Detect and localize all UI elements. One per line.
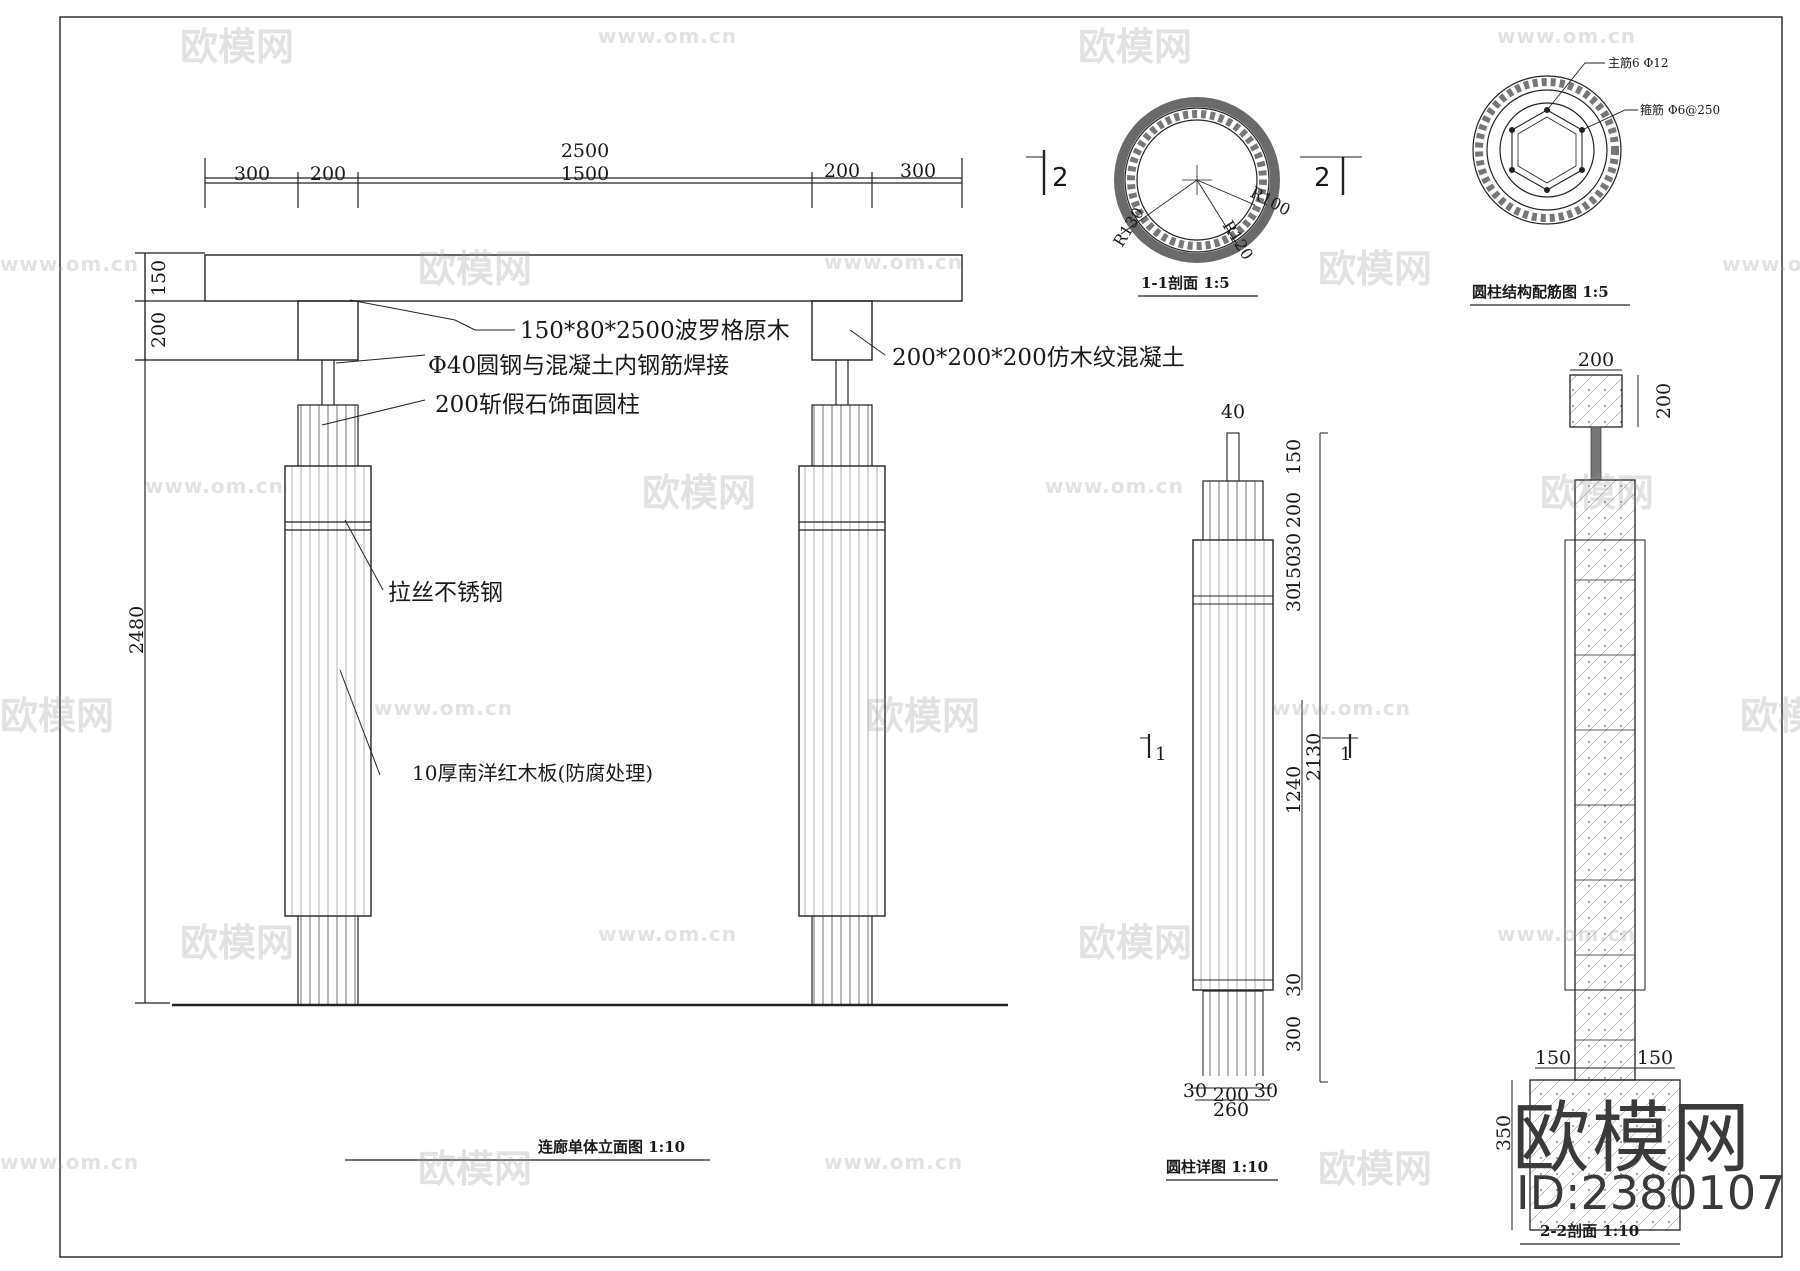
dim-left-inner: 200 (310, 163, 346, 185)
column-detail-labels: 40 150 200 30 150 30 2130 1240 30 300 30… (1155, 401, 1351, 1176)
detail-section-mark-left: 1 (1155, 744, 1166, 765)
label-beam: 150*80*2500波罗格原木 (520, 318, 790, 344)
dim-right-outer: 300 (900, 160, 936, 182)
elevation-view (135, 158, 1008, 1161)
sheet-border (59, 16, 1783, 1258)
sec11-mark-left: 2 (1052, 163, 1069, 193)
dim-beam-height: 150 (148, 260, 170, 296)
rebar-title: 圆柱结构配筋图 1:5 (1472, 283, 1609, 301)
detail-base-30-left: 30 (1183, 1080, 1207, 1102)
sec22-top-height: 200 (1653, 383, 1675, 419)
label-stirrup: 箍筋 Φ6@250 (1640, 102, 1720, 117)
label-steel: 拉丝不锈钢 (388, 580, 503, 606)
detail-base-30-right: 30 (1254, 1080, 1278, 1102)
column-detail (1140, 432, 1358, 1181)
left-block (297, 300, 359, 361)
sec22-foot-left: 150 (1535, 1047, 1571, 1069)
label-wood: 10厚南洋红木板(防腐处理) (412, 761, 653, 785)
right-block (811, 300, 873, 361)
detail-section-mark-right: 1 (1340, 744, 1351, 765)
detail-dim-2130: 2130 (1303, 733, 1325, 781)
elevation-labels: 2500 300 200 1500 200 300 150 200 2480 1… (126, 140, 1185, 1156)
detail-dim-300: 300 (1283, 1016, 1305, 1052)
section-1-1-title: 1-1剖面 1:5 (1141, 274, 1230, 292)
sec11-mark-right: 2 (1314, 163, 1331, 193)
detail-dim-150b: 150 (1283, 555, 1305, 591)
dim-middle: 1500 (561, 163, 609, 185)
elevation-title: 连廊单体立面图 1:10 (538, 1138, 685, 1156)
detail-base-200: 200 (1213, 1084, 1249, 1106)
sec22-foot-right: 150 (1637, 1047, 1673, 1069)
detail-title: 圆柱详图 1:10 (1166, 1158, 1268, 1176)
beam (204, 254, 963, 302)
label-rod: Φ40圆钢与混凝土内钢筋焊接 (428, 353, 729, 379)
detail-dim-1240: 1240 (1283, 766, 1305, 814)
section-1-1-labels: 2 2 R130 R120 R100 1-1剖面 1:5 (1052, 163, 1331, 292)
sec22-top-width: 200 (1578, 349, 1614, 371)
dim-right-inner: 200 (824, 160, 860, 182)
section-2-2-title: 2-2剖面 1:10 (1540, 1222, 1639, 1240)
detail-dim-30b: 30 (1283, 588, 1305, 612)
dim-overall-height: 2480 (126, 606, 148, 654)
section-1-1 (1026, 97, 1362, 297)
rebar-layout (1470, 62, 1638, 306)
brand-logo-text: 欧模网 (1512, 1094, 1753, 1184)
detail-dim-30a: 30 (1283, 533, 1305, 557)
label-block: 200*200*200仿木纹混凝土 (892, 345, 1185, 371)
label-main-bar: 主筋6 Φ12 (1608, 55, 1669, 70)
detail-dim-200: 200 (1283, 492, 1305, 528)
dim-left-outer: 300 (234, 163, 270, 185)
rebar-labels: 主筋6 Φ12 箍筋 Φ6@250 圆柱结构配筋图 1:5 (1472, 55, 1720, 301)
detail-base-260: 260 (1213, 1099, 1249, 1121)
detail-dim-30c: 30 (1283, 973, 1305, 997)
section-2-2 (1511, 369, 1681, 1245)
section-2-2-labels: 200 200 150 150 350 2-2剖面 1:10 (1493, 349, 1675, 1240)
sec22-foot-height: 350 (1493, 1115, 1515, 1151)
label-column: 200斩假石饰面圆柱 (435, 392, 640, 418)
detail-rod-dia: 40 (1221, 401, 1245, 423)
dim-block-height: 200 (148, 312, 170, 348)
asset-id: ID:2380107 (1516, 1166, 1786, 1220)
dim-total: 2500 (561, 140, 609, 162)
detail-dim-150a: 150 (1283, 439, 1305, 475)
